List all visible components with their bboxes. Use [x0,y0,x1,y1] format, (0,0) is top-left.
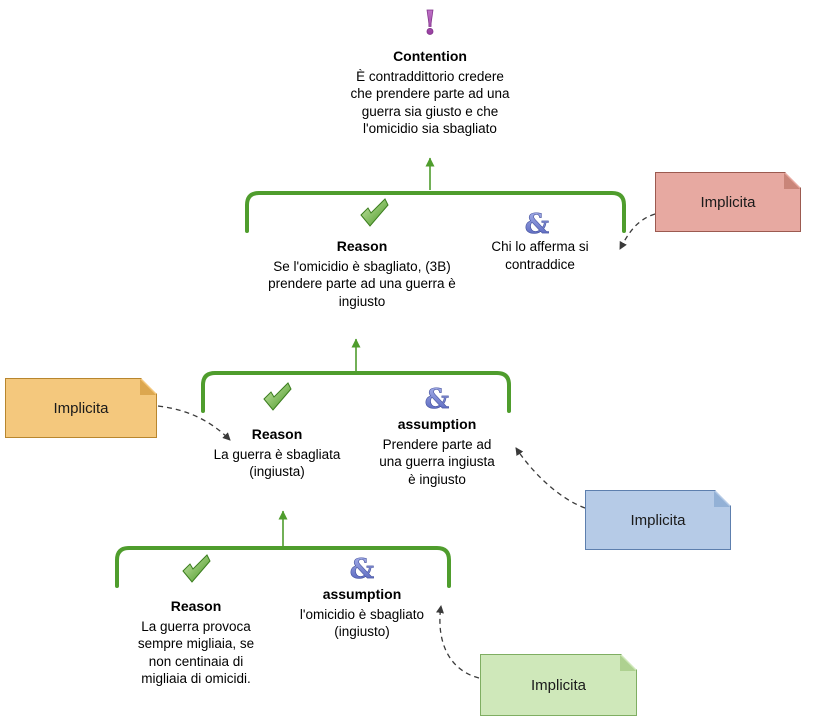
assumption-3-text: l'omicidio è sbagliato (ingiusto) [299,606,425,640]
note-implicita-blue[interactable]: Implicita [585,490,731,550]
reason-2-text: La guerra è sbagliata (ingiusta) [213,446,341,480]
svg-text:&: & [350,554,374,585]
note-implicita-orange[interactable]: Implicita [5,378,157,438]
contention-label: Contention [393,48,467,64]
exclamation-icon: ! [415,3,445,47]
reason-2-node[interactable]: Reason La guerra è sbagliata (ingiusta) [213,426,341,481]
ampersand-icon: & [420,381,454,420]
reason-3-label: Reason [170,598,222,614]
check-icon [358,197,390,234]
reason-2-label: Reason [251,426,303,442]
note-label: Implicita [700,193,756,211]
svg-text:&: & [425,384,449,415]
check-icon [180,553,212,590]
assumption-2-text: Prendere parte ad una guerra ingiusta è … [379,436,495,487]
note-connector-blue [515,447,586,509]
svg-text:!: ! [423,4,438,42]
reason-3-node[interactable]: Reason La guerra provoca sempre migliaia… [130,598,262,688]
ampersand-icon: & [520,206,554,245]
svg-text:&: & [525,209,549,240]
note-implicita-green[interactable]: Implicita [480,654,637,716]
ampersand-icon: & [345,551,379,590]
note-label: Implicita [530,676,586,694]
copremise-1-text: Chi lo afferma si contraddice [491,239,589,272]
reason-1-label: Reason [336,238,388,254]
bracket-level1 [245,191,626,233]
reason-1-text: Se l'omicidio è sbagliato, (3B) prendere… [268,258,456,309]
assumption-3-node[interactable]: assumption l'omicidio è sbagliato (ingiu… [299,586,425,641]
bracket-level2 [201,371,511,413]
assumption-2-node[interactable]: assumption Prendere parte ad una guerra … [377,416,497,488]
contention-node[interactable]: Contention È contraddittorio credere che… [345,48,515,138]
reason-1-node[interactable]: Reason Se l'omicidio è sbagliato, (3B) p… [267,238,457,310]
bracket-level3 [115,546,451,588]
note-implicita-pink[interactable]: Implicita [655,172,801,232]
note-connector-orange [157,405,231,441]
note-label: Implicita [630,511,686,529]
note-connector-pink [619,213,656,250]
reason-3-text: La guerra provoca sempre migliaia, se no… [137,618,255,687]
check-icon [261,381,293,418]
assumption-3-label: assumption [322,586,402,602]
copremise-1-node[interactable]: Chi lo afferma si contraddice [480,238,600,273]
note-label: Implicita [53,399,109,417]
assumption-2-label: assumption [397,416,477,432]
contention-text: È contraddittorio credere che prendere p… [350,68,510,137]
note-connector-green [436,605,480,679]
